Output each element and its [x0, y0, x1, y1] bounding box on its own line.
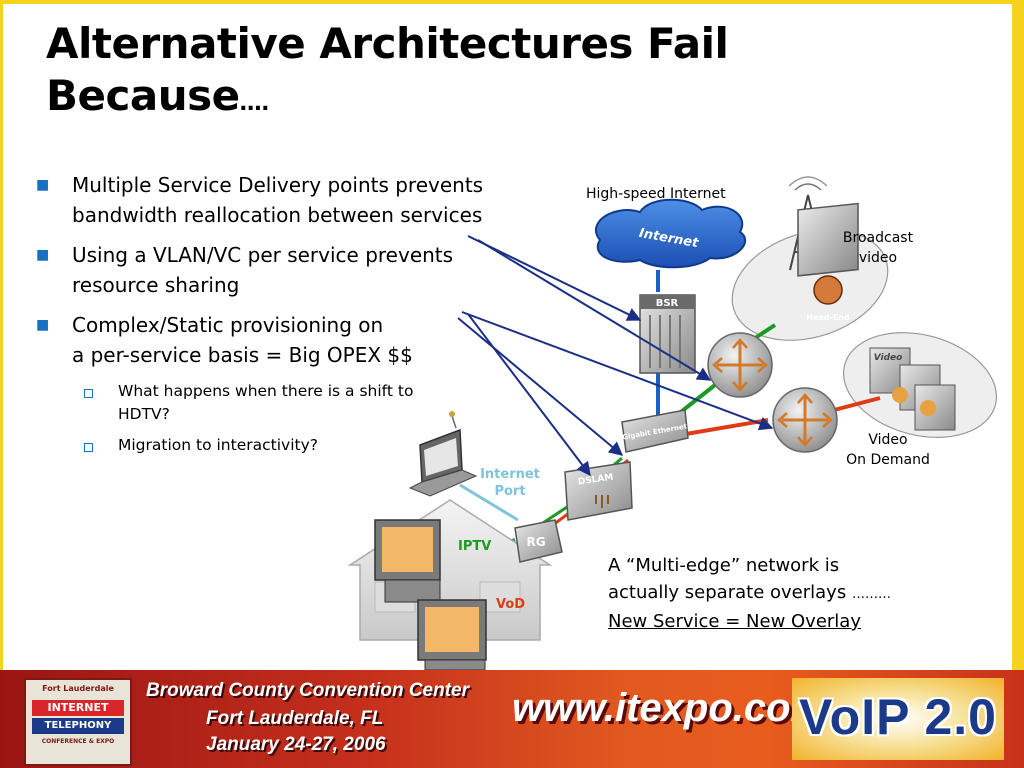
sub-bullet-item: What happens when there is a shift to HD…: [32, 380, 438, 426]
logo-line-4: CONFERENCE & EXPO: [41, 738, 115, 745]
sub-bullet-text-1: What happens when there is a shift to HD…: [118, 382, 414, 423]
dslam-icon: DSLAM: [564, 461, 633, 521]
label-video-on-demand: Video On Demand: [836, 430, 940, 470]
laptop-icon: [408, 411, 478, 497]
router-icon: [707, 332, 773, 398]
bullet-text-1a: Multiple Service Delivery points prevent…: [72, 173, 484, 197]
slide-left-border: [0, 0, 3, 670]
voip-logo: VoIP 2.0: [792, 678, 1004, 760]
head-end-icon: Head-End: [797, 202, 859, 322]
bullet-square-icon: ■: [36, 177, 50, 193]
arrow-bullet2-to-router2: [477, 239, 712, 381]
title-line-2: Because….: [46, 70, 866, 130]
caption-line-2-text: actually separate overlays: [608, 582, 847, 603]
tv-icon: [374, 519, 441, 603]
banner-url[interactable]: www.itexpo.com: [512, 686, 827, 730]
arrow-bullet3-to-dslam: [457, 317, 624, 456]
label-broadcast-line2: video: [858, 250, 898, 266]
label-vod-line1: Video: [868, 432, 908, 448]
video-server-icon: Video: [869, 347, 956, 431]
caption: A “Multi-edge” network is actually separ…: [608, 552, 968, 635]
arrow-bullet3-to-rg: [467, 313, 591, 477]
link-gige-router2: [679, 418, 769, 437]
slide-right-border: [1012, 0, 1024, 670]
label-broadcast-line1: Broadcast: [842, 230, 914, 246]
internet-cloud-icon: Internet: [595, 198, 747, 269]
banner-location: Fort Lauderdale, FL: [206, 708, 384, 729]
title-ellipsis: ….: [239, 91, 270, 116]
bsr-icon: BSR: [639, 294, 696, 374]
head-end-label: Head-End: [806, 313, 850, 322]
bullet-square-icon: ■: [36, 247, 50, 263]
label-iptv: IPTV: [458, 539, 492, 554]
caption-line-1: A “Multi-edge” network is: [608, 555, 840, 576]
bsr-label: BSR: [656, 298, 679, 309]
label-vod: VoD: [496, 597, 526, 612]
slide-title: Alternative Architectures Fail Because….: [46, 18, 866, 130]
video-label: Video: [874, 353, 903, 363]
caption-line-2-tail: ………: [851, 587, 891, 602]
network-diagram: Internet Head-End BSR: [347, 176, 998, 670]
rg-label: RG: [526, 535, 545, 549]
slide-top-border: [0, 0, 1024, 4]
label-high-speed-internet: High-speed Internet: [586, 186, 726, 202]
sub-bullet-square-icon: [84, 443, 93, 452]
title-line-2-text: Because: [46, 71, 240, 120]
bullet-square-icon: ■: [36, 317, 50, 333]
arrow-bullet2-to-router: [467, 235, 642, 321]
bullet-item: ■ Using a VLAN/VC per service prevents res…: [32, 240, 572, 300]
label-broadcast-video: Broadcast video: [830, 228, 926, 268]
router-icon: [772, 387, 838, 453]
bullet-text-2a: Using a VLAN/VC per service prevents: [72, 243, 454, 267]
caption-line-2: actually separate overlays ………: [608, 579, 968, 608]
logo-line-1: Fort Lauderdale: [42, 684, 114, 693]
link-rg-laptop: [459, 483, 519, 522]
logo-line-2: INTERNET: [32, 700, 124, 716]
label-internet-port-line2: Port: [494, 484, 526, 499]
bullet-list: ■ Multiple Service Delivery points preven…: [32, 170, 572, 465]
bullet-text-3a: Complex/Static provisioning on: [72, 313, 384, 337]
dslam-label: DSLAM: [577, 473, 614, 488]
gigabit-ethernet-switch-icon: Gigabit Ethernet: [621, 409, 689, 453]
expo-logo: Fort Lauderdale INTERNET TELEPHONY CONFE…: [24, 678, 132, 766]
logo-line-3: TELEPHONY: [32, 718, 124, 734]
label-internet-port-line1: Internet: [480, 467, 540, 482]
rg-icon: RG: [514, 519, 563, 563]
sub-bullet-text-2: Migration to interactivity?: [118, 436, 318, 454]
banner-venue: Broward County Convention Center: [146, 680, 470, 701]
label-vod-line2: On Demand: [846, 452, 930, 468]
caption-line-3: New Service = New Overlay: [608, 611, 861, 632]
voip-logo-text: VoIP 2.0: [799, 689, 997, 745]
tv-icon: [417, 599, 487, 670]
bullet-text-2b: resource sharing: [72, 273, 240, 297]
bullet-item: ■ Complex/Static provisioning on a per-ser…: [32, 310, 572, 370]
title-line-1: Alternative Architectures Fail: [46, 19, 729, 68]
bullet-text-3b: a per-service basis = Big OPEX $$: [72, 343, 413, 367]
bullet-item: ■ Multiple Service Delivery points preven…: [32, 170, 572, 230]
footer-banner: Fort Lauderdale INTERNET TELEPHONY CONFE…: [0, 670, 1024, 768]
arrow-bullet3-to-router2: [461, 311, 774, 431]
sub-bullet-square-icon: [84, 389, 93, 398]
sub-bullet-item: Migration to interactivity?: [32, 434, 438, 457]
banner-dates: January 24-27, 2006: [206, 734, 386, 755]
bullet-text-1b: bandwidth reallocation between services: [72, 203, 483, 227]
